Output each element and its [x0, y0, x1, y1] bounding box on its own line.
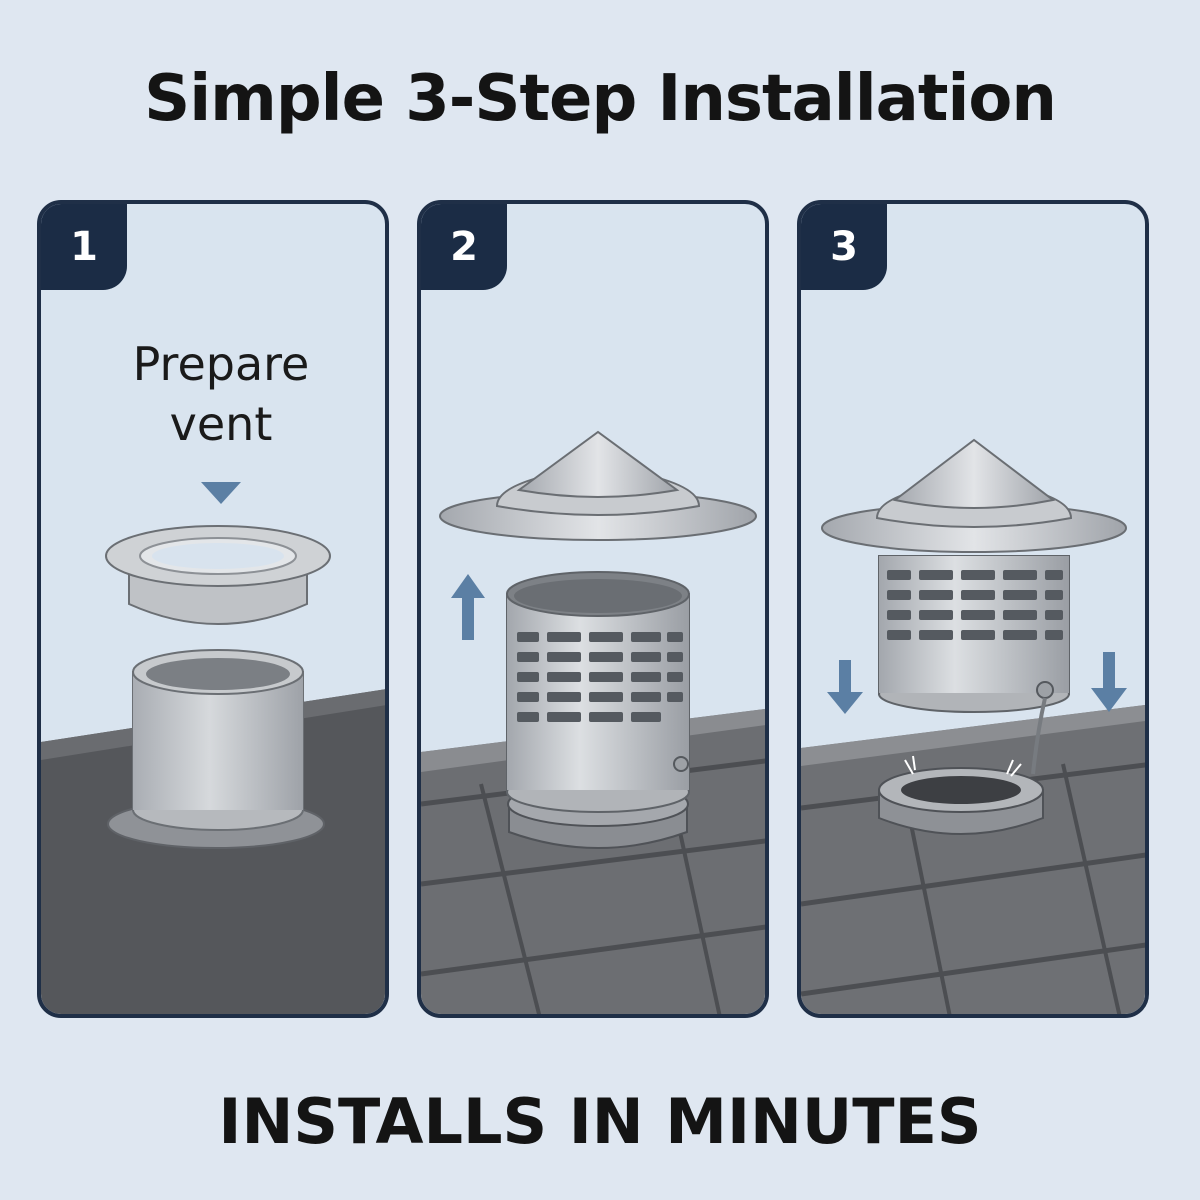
- step-1-panel: 1 Prepare vent: [37, 200, 389, 1018]
- step-1-illustration: [41, 482, 385, 1014]
- footer-tagline: INSTALLS IN MINUTES: [218, 1085, 982, 1158]
- page-title: Simple 3-Step Installation: [144, 62, 1057, 136]
- down-arrow-icon: [1091, 652, 1127, 712]
- caption-line: vent: [169, 397, 273, 451]
- step-number-badge: 2: [421, 204, 507, 290]
- step-number-badge: 3: [801, 204, 887, 290]
- sparkle-icon: [904, 755, 1022, 777]
- step-number-badge: 1: [41, 204, 127, 290]
- wire-hook: [1031, 697, 1047, 775]
- up-arrow-icon: [451, 574, 485, 640]
- step-3-panel: 3: [797, 200, 1149, 1018]
- step-1-caption: Prepare vent: [61, 334, 381, 454]
- vent-slots: [517, 632, 683, 722]
- step-2-illustration: [421, 430, 765, 1014]
- step-3-illustration: [801, 438, 1145, 1014]
- caption-line: Prepare: [132, 337, 310, 391]
- collar-ring: [128, 574, 308, 625]
- down-arrow-icon: [201, 482, 241, 504]
- step-2-panel: 2: [417, 200, 769, 1018]
- vent-slots: [887, 570, 1063, 640]
- down-arrow-icon: [827, 660, 863, 714]
